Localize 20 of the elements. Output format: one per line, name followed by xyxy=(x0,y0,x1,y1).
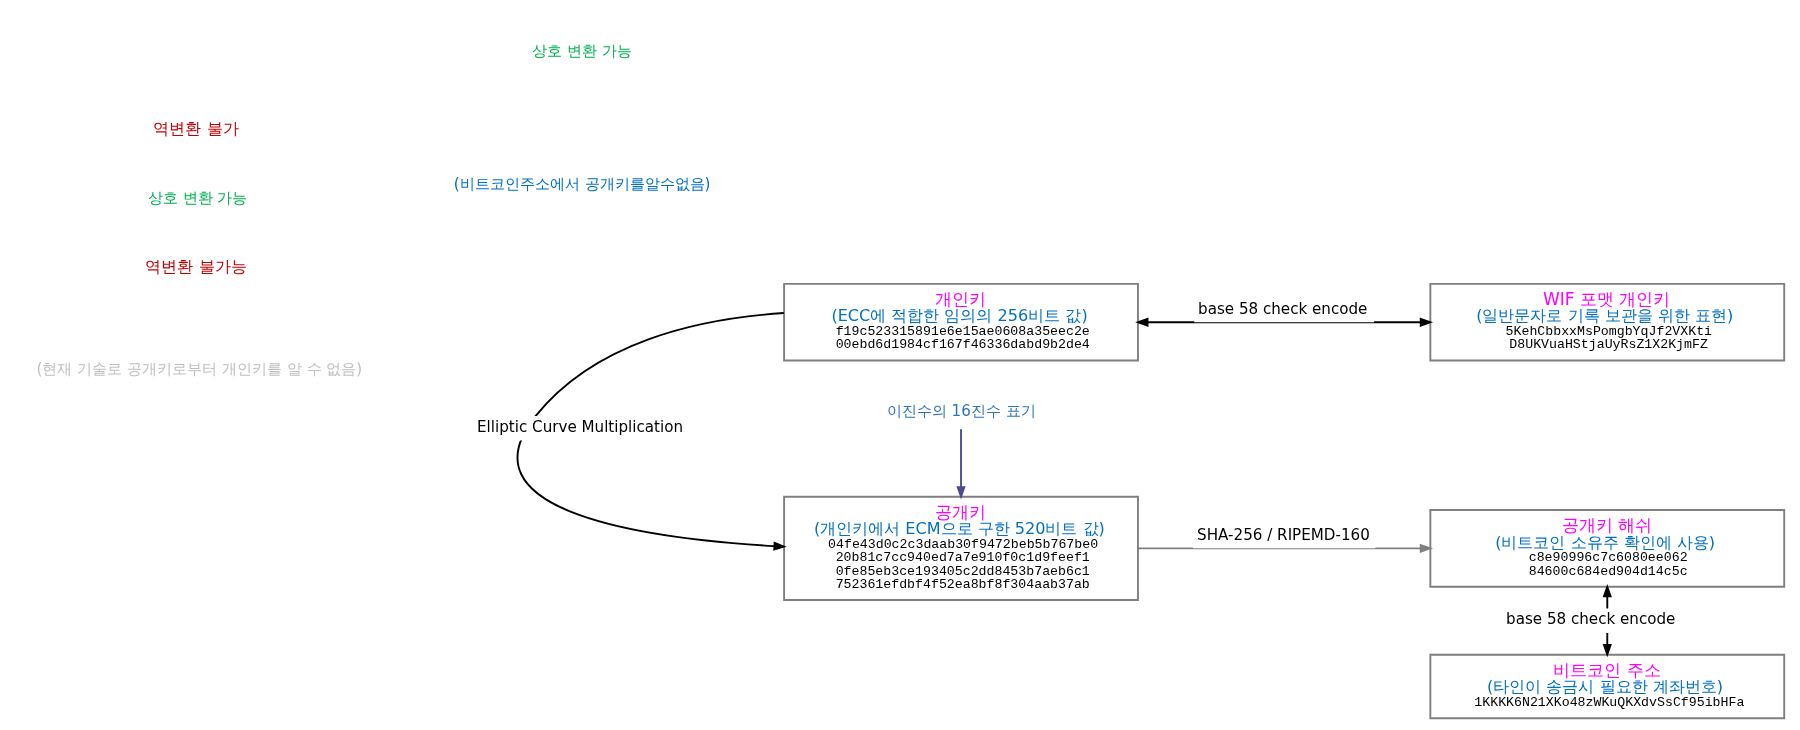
arrow xyxy=(1135,317,1434,327)
label: 상호 변환 가능 xyxy=(147,188,248,207)
edge-label: base 58 check encode xyxy=(1198,299,1368,318)
label: 역변환 불가능 xyxy=(145,257,247,277)
node-box: 공개키 해쉬 (비트코인 소유주 확인에 사용) c8e90996c7c6080ee062 84600c684ed904d14c5c xyxy=(1429,509,1786,588)
node-box: 개인키 (ECC에 적합한 임의의 256비트 값) f19c523315891e6e15ae0608a35eec2e 00ebd6d1984cf167f46336dabd9b2de4 xyxy=(783,282,1139,362)
arrow xyxy=(1137,543,1434,553)
edge-label: base 58 check encode xyxy=(1506,610,1676,629)
node-text: 이진수의 16진수 표기 xyxy=(886,401,1036,420)
label: 역변환 불가 xyxy=(153,119,239,139)
arrow xyxy=(516,312,787,551)
edge-label: Elliptic Curve Multiplication xyxy=(477,417,684,436)
label: 상호 변환 가능 xyxy=(531,42,632,61)
arrow xyxy=(956,428,966,500)
label: (현재 기술로 공개키로부터 개인키를 알 수 없음) xyxy=(36,360,363,379)
edge-label: SHA-256 / RIPEMD-160 xyxy=(1197,525,1370,544)
node-box: 공개키 (개인키에서 ECM으로 구한 520비트 값) 04fe43d0c2c3daab30f9472beb5b767be0 20b81c7cc940ed7a7e910f0c1d9feef1 0fe85eb3ce193405c2dd8453b7aeb6c1 752361efdbf4f52ea8bf8f304aab37ab xyxy=(783,495,1139,601)
label: (비트코인주소에서 공개키를알수없음) xyxy=(453,174,711,193)
node-box: 비트코인 주소 (타인이 송금시 필요한 계좌번호) 1KKKK6N21XKo48zWKuQKXdvSsCf95ibHFa xyxy=(1429,653,1786,720)
node-box: WIF 포맷 개인키 (일반문자로 기록 보관을 위한 표현) 5KehCbbxxMsPomgbYqJf2VXKti D8UKVuaHStjaUyRsZ1X2KjmFZ xyxy=(1429,282,1786,362)
